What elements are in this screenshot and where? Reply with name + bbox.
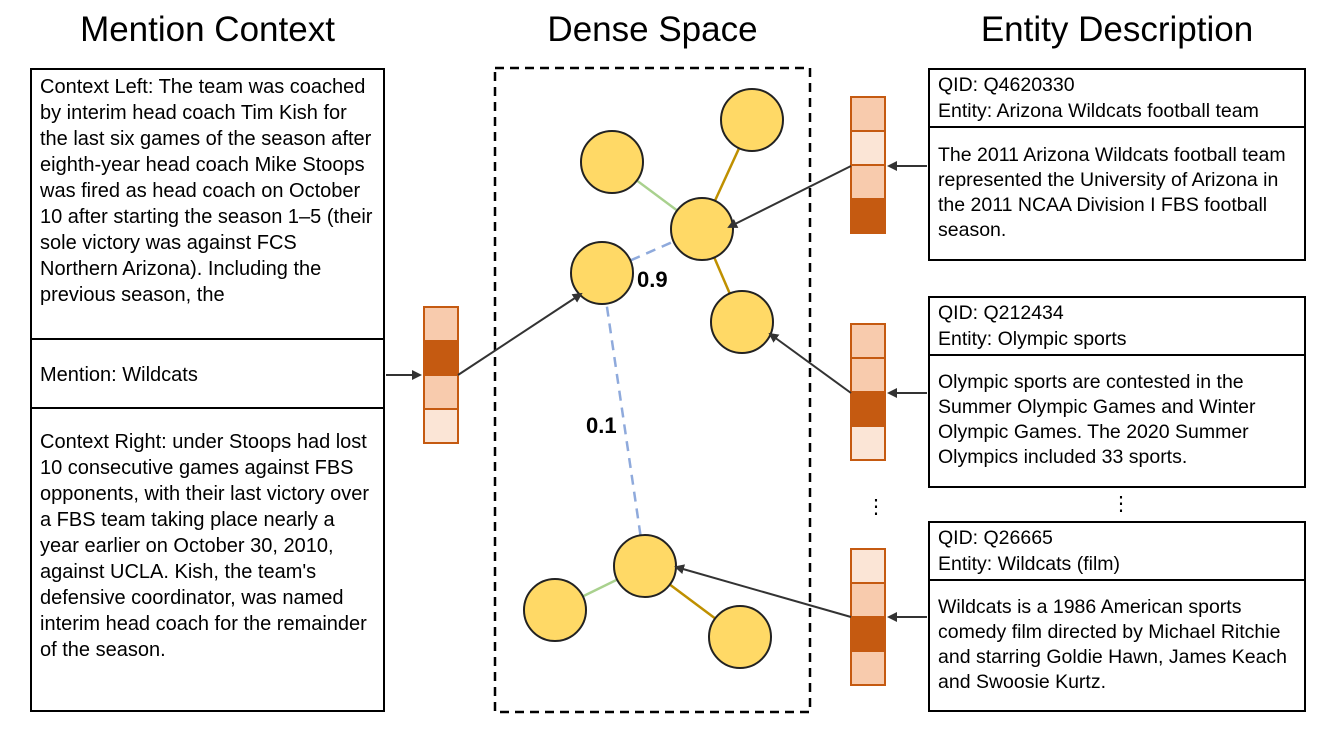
embedding-cell (850, 425, 886, 461)
node-top-right (720, 88, 784, 152)
entity-description-box-1 (928, 126, 1306, 261)
mention-context-heading: Mention Context (80, 10, 335, 49)
embedding-cell (423, 408, 459, 444)
embedding-cell (850, 357, 886, 393)
dense-space-frame (493, 66, 812, 714)
context-right-text: Context Right: under Stoops had lost 10 … (40, 431, 370, 661)
embedding-cell (850, 650, 886, 686)
arrow-vector-to-mention-node (457, 292, 583, 376)
node-bottom-right (708, 605, 772, 669)
entity-description-box-2 (928, 354, 1306, 488)
embedding-cell (850, 198, 886, 234)
mention-divider-bottom (30, 407, 385, 409)
arrow-vector3-to-node-bottom (674, 564, 852, 618)
arrow-vector1-to-hub (727, 165, 852, 228)
graph-nodes (523, 88, 784, 669)
embedding-cell (850, 130, 886, 166)
arrow-vector2-to-node-right (768, 332, 852, 394)
entity-description-heading: Entity Description (980, 10, 1254, 49)
entity-name-2: Entity: Olympic sports (938, 328, 1127, 350)
context-left-text: Context Left: The team was coached by in… (40, 76, 373, 306)
node-top-left (580, 130, 644, 194)
entity-embedding-vector-2 (850, 323, 886, 461)
mention-embedding-vector (423, 306, 459, 444)
entity-description-2: Olympic sports are contested in the Summ… (938, 371, 1256, 468)
dense-space-heading: Dense Space (547, 10, 758, 49)
node-right (710, 290, 774, 354)
embedding-cell (850, 548, 886, 584)
entity-description-1: The 2011 Arizona Wildcats football team … (938, 144, 1286, 241)
node-bottom-left (523, 578, 587, 642)
embedding-cell (850, 391, 886, 427)
entity-qid-3: QID: Q26665 (938, 527, 1053, 549)
embedding-cell (850, 616, 886, 652)
ellipsis-embeddings: ⋮ (866, 496, 886, 518)
score-low-label: 0.1 (586, 413, 617, 438)
entity-embedding-vector-3 (850, 548, 886, 686)
entity-description-3: Wildcats is a 1986 American sports comed… (938, 596, 1288, 693)
edge-mention-bottom-dashed (600, 272, 647, 567)
node-bottom (613, 534, 677, 598)
node-hub (670, 197, 734, 261)
embedding-cell (850, 582, 886, 618)
entity-name-3: Entity: Wildcats (film) (938, 553, 1121, 575)
mention-text: Mention: Wildcats (40, 364, 198, 386)
arrows (386, 161, 927, 622)
embedding-cell (850, 323, 886, 359)
embedding-cell (423, 340, 459, 376)
mention-divider-top (30, 338, 385, 340)
node-mention (570, 241, 634, 305)
ellipsis-entities: ⋮ (1111, 493, 1131, 515)
score-high-label: 0.9 (637, 267, 668, 292)
embedding-cell (850, 164, 886, 200)
entity-description-box-3 (928, 579, 1306, 712)
entity-embedding-vector-1 (850, 96, 886, 234)
entity-qid-2: QID: Q212434 (938, 302, 1064, 324)
embedding-cell (423, 374, 459, 410)
embedding-cell (850, 96, 886, 132)
entity-name-1: Entity: Arizona Wildcats football team (938, 100, 1259, 122)
entity-header-box-3 (928, 521, 1306, 581)
embedding-cell (423, 306, 459, 342)
mention-context-panel (30, 68, 385, 712)
entity-qid-1: QID: Q4620330 (938, 74, 1075, 96)
